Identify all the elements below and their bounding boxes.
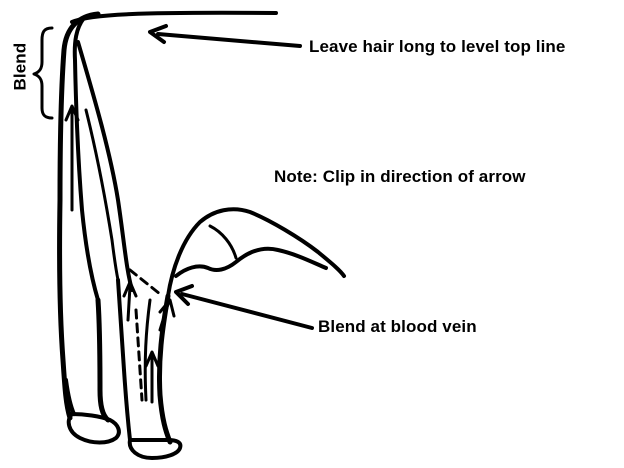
rump-inner-outline (75, 18, 98, 300)
hock-rear-outline (98, 300, 108, 420)
blend-side-label: Blend (12, 47, 29, 91)
udder-lower-outline (176, 249, 326, 276)
blend-bracket (34, 28, 52, 118)
rump-outline (60, 14, 98, 418)
blood-vein-label: Blend at blood vein (318, 318, 477, 335)
top-line (72, 13, 276, 22)
udder-fold (210, 226, 236, 258)
blood-vein-leader (176, 286, 312, 328)
rear-hoof (69, 414, 119, 443)
thigh-muscle-line (86, 110, 118, 280)
top-line-leader (150, 26, 300, 46)
clip-arrow-inner-leg (146, 352, 158, 402)
front-leg-inner (145, 300, 150, 400)
clip-direction-note: Note: Clip in direction of arrow (274, 168, 526, 185)
clip-line-shank (136, 310, 142, 400)
clip-arrow-shank (124, 282, 136, 320)
front-hoof (130, 440, 181, 458)
top-line-label: Leave hair long to level top line (309, 38, 565, 55)
